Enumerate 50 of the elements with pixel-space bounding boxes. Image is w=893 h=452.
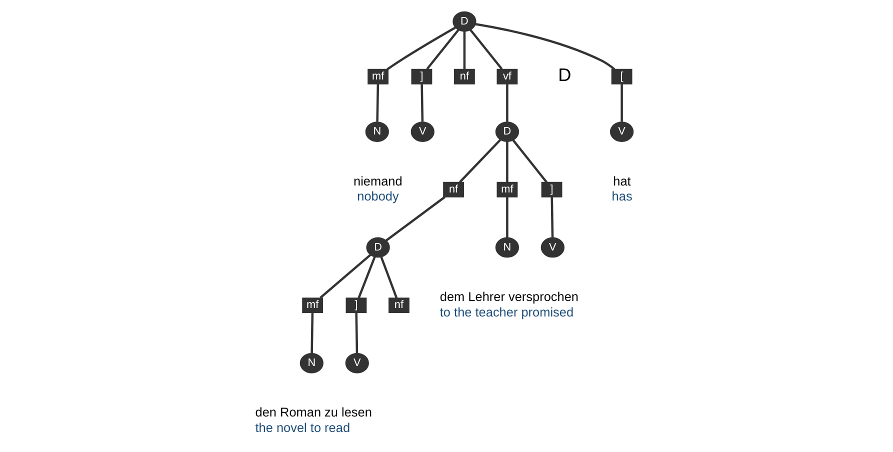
connector — [506, 196, 508, 238]
node-box: vf — [496, 68, 518, 84]
connector — [386, 26, 456, 70]
connector — [458, 138, 502, 183]
node-box: nf — [388, 298, 410, 314]
connector — [426, 29, 460, 70]
node-ellipse: D — [452, 11, 476, 32]
node-label: nobody — [357, 188, 399, 204]
node-box: ] — [346, 298, 367, 314]
connector — [506, 84, 508, 122]
connector — [320, 254, 372, 299]
node-ellipse: D — [495, 122, 520, 142]
node-label: has — [612, 188, 632, 204]
node-box: mf — [496, 182, 518, 198]
label: den Roman zu lesen — [255, 404, 372, 420]
label: to the teacher promised — [440, 304, 574, 320]
node-box: ] — [411, 68, 432, 84]
node-ellipse: V — [345, 352, 369, 374]
connector — [385, 196, 446, 242]
connector — [420, 84, 424, 122]
node-box: [ — [611, 68, 632, 84]
node-ellipse: V — [610, 122, 634, 142]
node-ellipse: V — [410, 122, 434, 142]
node-ellipse: V — [540, 237, 564, 258]
connector — [463, 31, 466, 70]
label: D — [558, 65, 572, 86]
label: the novel to read — [255, 420, 350, 436]
node-box: nf — [454, 68, 475, 84]
node-box: ] — [541, 182, 562, 198]
connector — [380, 256, 398, 298]
node-box: nf — [443, 182, 464, 198]
connector — [310, 312, 314, 354]
connector — [512, 140, 548, 184]
node-label: hat — [613, 173, 631, 188]
node-ellipse: D — [366, 237, 390, 258]
connector — [376, 84, 380, 122]
node-ellipse: N — [495, 237, 520, 258]
node-label: niemand — [354, 173, 402, 188]
node-box: mf — [368, 68, 389, 84]
node-ellipse: N — [300, 352, 324, 374]
node-ellipse: N — [365, 122, 389, 142]
connector — [355, 312, 358, 354]
connector — [620, 84, 623, 122]
label: dem Lehrer versprochen — [440, 288, 578, 304]
connector — [475, 22, 616, 70]
connector — [550, 196, 554, 238]
connector — [470, 29, 503, 70]
node-box: mf — [302, 298, 324, 314]
connector — [358, 256, 376, 298]
connector — [506, 141, 508, 182]
